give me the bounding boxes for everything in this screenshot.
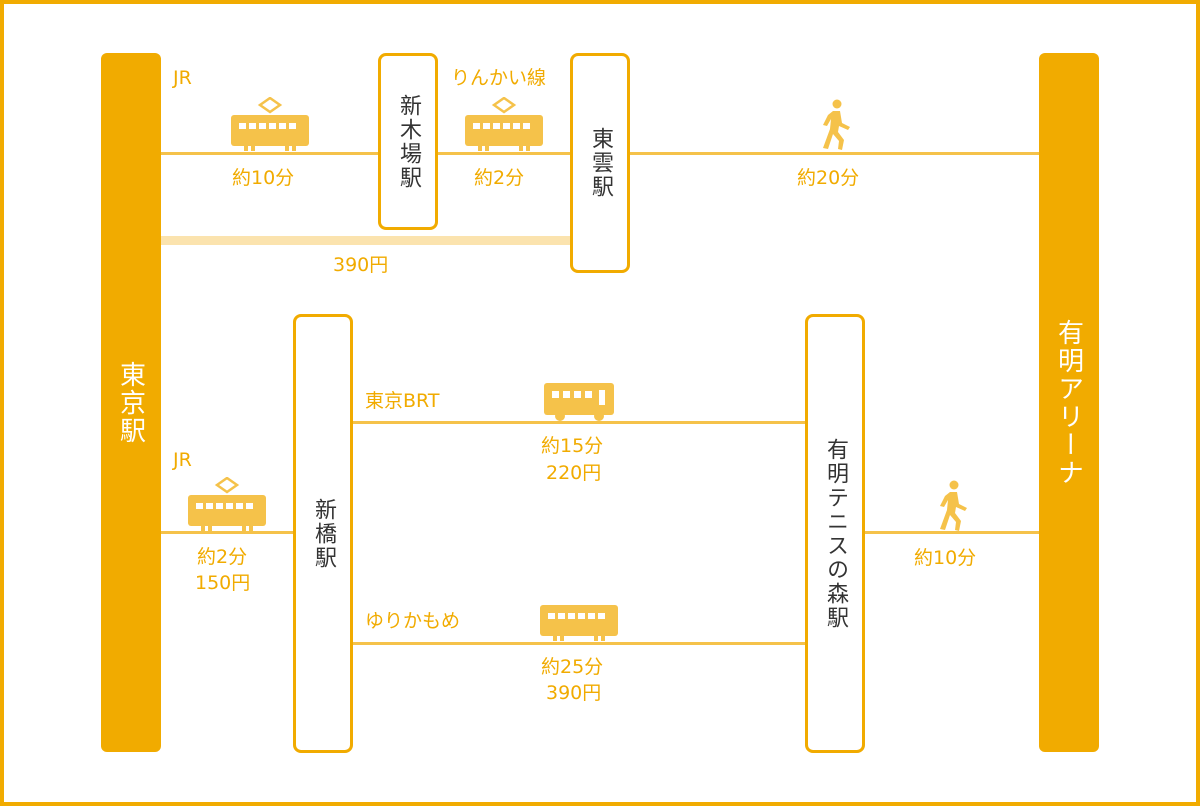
walking-person-icon bbox=[940, 480, 967, 531]
route-line-jr-2 bbox=[161, 531, 293, 534]
route-line-rinkai bbox=[437, 152, 570, 155]
fare-bar bbox=[161, 236, 570, 245]
station-shinkiba: 新木場駅 bbox=[378, 53, 438, 230]
jr-time-2: 約2分 bbox=[197, 546, 248, 568]
walk-time-2: 約10分 bbox=[914, 547, 977, 569]
train-icon bbox=[540, 605, 618, 641]
train-icon bbox=[188, 477, 266, 531]
yurikamome-label: ゆりかもめ bbox=[365, 610, 461, 632]
station-label: 有明アリーナ bbox=[1053, 318, 1084, 487]
brt-time: 約15分 bbox=[541, 435, 604, 457]
route-line-brt bbox=[352, 421, 805, 424]
train-icon bbox=[465, 97, 543, 151]
jr-fare-2: 150円 bbox=[195, 572, 251, 594]
station-ariake-arena: 有明アリーナ bbox=[1039, 53, 1099, 752]
station-shimbashi: 新橋駅 bbox=[293, 314, 353, 753]
station-label: 東雲駅 bbox=[588, 127, 613, 199]
walk-time-1: 約20分 bbox=[797, 167, 860, 189]
station-shinonome: 東雲駅 bbox=[570, 53, 630, 273]
jr-time: 約10分 bbox=[232, 167, 295, 189]
brt-label: 東京BRT bbox=[365, 390, 440, 412]
brt-fare: 220円 bbox=[546, 462, 602, 484]
station-tokyo: 東京駅 bbox=[101, 53, 161, 752]
fare-label: 390円 bbox=[333, 254, 389, 276]
station-label: 東京駅 bbox=[115, 360, 146, 445]
route-line-jr-1 bbox=[161, 152, 378, 155]
walking-person-icon bbox=[823, 99, 850, 150]
rinkai-time: 約2分 bbox=[474, 167, 525, 189]
route-line-yurikamome bbox=[352, 642, 805, 645]
station-label: 新橋駅 bbox=[311, 497, 336, 570]
station-label: 新木場駅 bbox=[396, 93, 421, 190]
jr-label: JR bbox=[173, 67, 192, 89]
station-label: 有明テニスの森駅 bbox=[823, 437, 848, 630]
route-line-walk-2 bbox=[864, 531, 1039, 534]
yurikamome-time: 約25分 bbox=[541, 656, 604, 678]
route-line-walk-1 bbox=[629, 152, 1039, 155]
bus-icon bbox=[544, 383, 614, 421]
station-ariake-tennis: 有明テニスの森駅 bbox=[805, 314, 865, 753]
train-icon bbox=[231, 97, 309, 151]
yurikamome-fare: 390円 bbox=[546, 682, 602, 704]
jr-label-2: JR bbox=[173, 449, 192, 471]
rinkai-label: りんかい線 bbox=[451, 67, 547, 89]
